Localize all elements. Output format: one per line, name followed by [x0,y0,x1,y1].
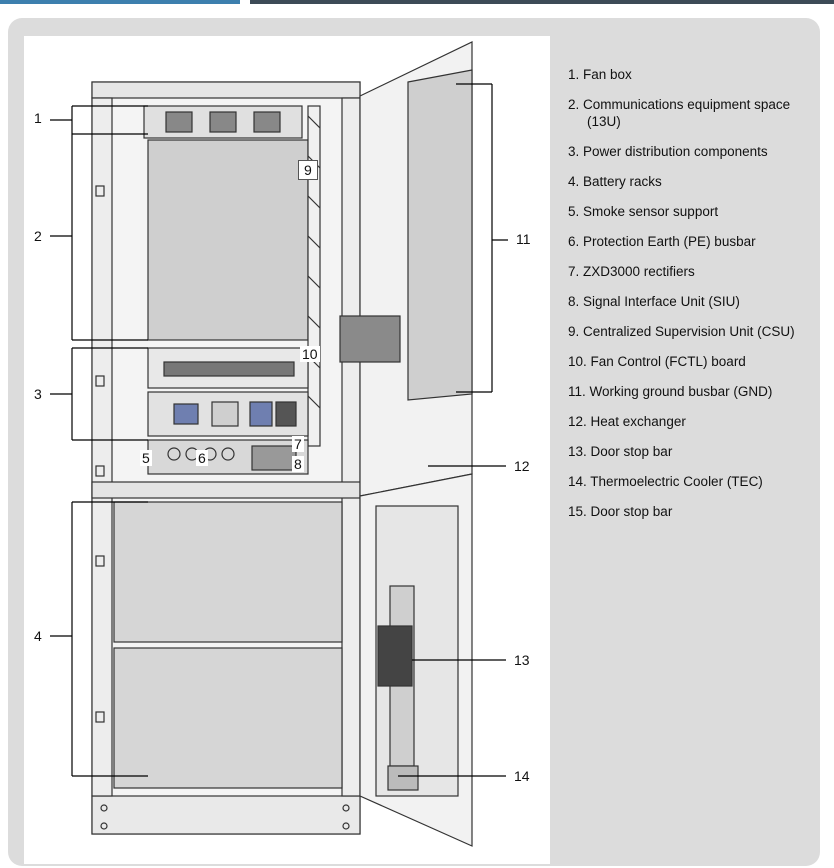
legend-item: 9. Centralized Supervision Unit (CSU) [568,324,795,339]
callout-10: 10 [300,346,320,362]
legend-item: 11. Working ground busbar (GND) [568,384,773,399]
top-title-bar [250,0,834,4]
cabinet-illustration [24,36,550,864]
callout-8: 8 [292,456,304,472]
callout-4: 4 [34,628,42,644]
battery-rack-lower [113,647,343,789]
callout-1: 1 [34,110,42,126]
legend-item: 6. Protection Earth (PE) busbar [568,234,756,249]
legend-item: 14. Thermoelectric Cooler (TEC) [568,474,763,489]
legend-item: 12. Heat exchanger [568,414,686,429]
fan-control-board [339,315,401,363]
callout-5: 5 [140,450,152,466]
legend-item: 13. Door stop bar [568,444,673,459]
legend-item: 15. Door stop bar [568,504,673,519]
callout-12: 12 [514,458,530,474]
callout-6: 6 [196,450,208,466]
callout-13: 13 [514,652,530,668]
callout-11: 11 [516,231,531,247]
callout-14: 14 [514,768,530,784]
thermoelectric-cooler [387,765,419,791]
callout-2: 2 [34,228,42,244]
heat-exchanger [407,69,473,401]
legend-item: 2. Communications equipment space (13U) [568,97,791,129]
legend-item: 10. Fan Control (FCTL) board [568,354,746,369]
battery-rack-upper [113,501,343,643]
equipment-space [147,139,309,341]
legend-item: 1. Fan box [568,67,632,82]
legend-item: 3. Power distribution components [568,144,768,159]
legend-item: 4. Battery racks [568,174,662,189]
legend-item: 5. Smoke sensor support [568,204,719,219]
cabinet-plinth [91,795,361,835]
callout-3: 3 [34,386,42,402]
component-legend: 1. Fan box 2. Communications equipment s… [568,66,818,533]
legend-item: 7. ZXD3000 rectifiers [568,264,695,279]
legend-item: 8. Signal Interface Unit (SIU) [568,294,740,309]
top-accent-bar [0,0,240,4]
cabinet-drawing [50,41,508,847]
callout-7: 7 [292,436,304,452]
callout-9: 9 [298,160,318,180]
